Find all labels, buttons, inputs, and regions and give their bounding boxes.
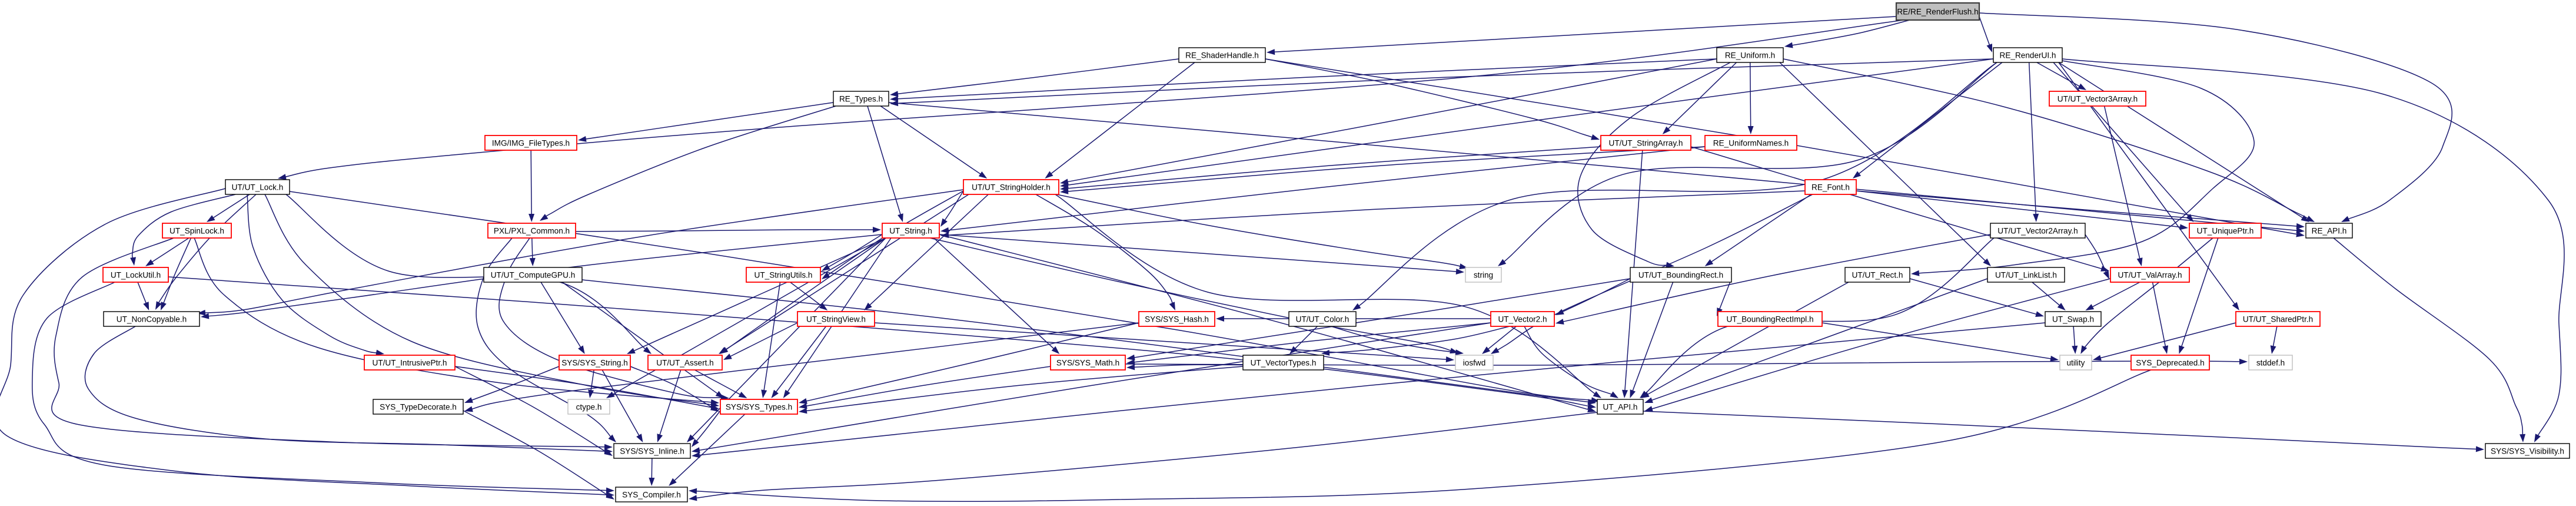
svg-text:UT_BoundingRectImpl.h: UT_BoundingRectImpl.h [1726,315,1813,324]
svg-text:SYS/SYS_Types.h: SYS/SYS_Types.h [726,403,792,412]
svg-text:UT/UT_ComputeGPU.h: UT/UT_ComputeGPU.h [491,271,576,280]
svg-text:UT/UT_Vector3Array.h: UT/UT_Vector3Array.h [2058,95,2138,104]
svg-text:UT/UT_SharedPtr.h: UT/UT_SharedPtr.h [2243,315,2313,324]
svg-text:UT_VectorTypes.h: UT_VectorTypes.h [1251,359,1317,368]
svg-text:RE_RenderUI.h: RE_RenderUI.h [2000,51,2056,60]
svg-text:UT/UT_IntrusivePtr.h: UT/UT_IntrusivePtr.h [373,359,447,368]
svg-text:RE_Uniform.h: RE_Uniform.h [1725,51,1775,60]
svg-text:UT/UT_StringHolder.h: UT/UT_StringHolder.h [972,183,1051,192]
svg-text:iosfwd: iosfwd [1463,359,1486,368]
svg-text:SYS_Deprecated.h: SYS_Deprecated.h [2136,359,2204,368]
svg-text:UT_Vector2.h: UT_Vector2.h [1498,315,1547,324]
svg-text:IMG/IMG_FileTypes.h: IMG/IMG_FileTypes.h [492,139,570,148]
svg-text:UT_String.h: UT_String.h [889,227,932,236]
svg-text:RE_ShaderHandle.h: RE_ShaderHandle.h [1185,51,1259,60]
svg-text:UT/UT_Assert.h: UT/UT_Assert.h [656,359,713,368]
svg-text:UT_SpinLock.h: UT_SpinLock.h [169,227,224,236]
svg-text:stddef.h: stddef.h [2256,359,2285,368]
svg-text:SYS/SYS_Visibility.h: SYS/SYS_Visibility.h [2491,447,2564,456]
svg-text:UT/UT_Rect.h: UT/UT_Rect.h [1852,271,1903,280]
svg-text:RE/RE_RenderFlush.h: RE/RE_RenderFlush.h [1897,8,1978,16]
svg-text:SYS/SYS_Inline.h: SYS/SYS_Inline.h [620,447,684,456]
svg-text:UT/UT_BoundingRect.h: UT/UT_BoundingRect.h [1638,271,1723,280]
svg-text:RE_API.h: RE_API.h [2312,227,2347,236]
svg-text:UT_StringView.h: UT_StringView.h [806,315,866,324]
svg-text:ctype.h: ctype.h [576,403,602,412]
svg-text:UT_UniquePtr.h: UT_UniquePtr.h [2197,227,2254,236]
svg-text:SYS/SYS_Math.h: SYS/SYS_Math.h [1056,359,1119,368]
svg-text:UT/UT_StringArray.h: UT/UT_StringArray.h [1609,139,1683,148]
svg-text:UT_StringUtils.h: UT_StringUtils.h [754,271,813,280]
svg-text:UT/UT_Lock.h: UT/UT_Lock.h [232,183,284,192]
svg-text:utility: utility [2067,359,2085,368]
svg-text:RE_Types.h: RE_Types.h [839,95,883,104]
svg-text:SYS_Compiler.h: SYS_Compiler.h [622,491,681,500]
svg-text:SYS_TypeDecorate.h: SYS_TypeDecorate.h [380,403,457,412]
svg-text:SYS/SYS_String.h: SYS/SYS_String.h [561,359,628,368]
svg-text:UT_LockUtil.h: UT_LockUtil.h [111,271,161,280]
svg-text:UT/UT_Color.h: UT/UT_Color.h [1296,315,1350,324]
svg-text:RE_UniformNames.h: RE_UniformNames.h [1713,139,1789,148]
svg-text:UT/UT_LinkList.h: UT/UT_LinkList.h [1995,271,2057,280]
svg-text:UT_API.h: UT_API.h [1603,403,1638,412]
svg-text:SYS/SYS_Hash.h: SYS/SYS_Hash.h [1145,315,1209,324]
svg-text:RE_Font.h: RE_Font.h [1811,183,1850,192]
svg-text:PXL/PXL_Common.h: PXL/PXL_Common.h [494,227,570,236]
svg-text:UT/UT_Vector2Array.h: UT/UT_Vector2Array.h [1997,227,2078,236]
svg-text:UT/UT_ValArray.h: UT/UT_ValArray.h [2118,271,2182,280]
svg-text:string: string [1474,271,1493,280]
svg-text:UT_NonCopyable.h: UT_NonCopyable.h [117,315,187,324]
svg-text:UT_Swap.h: UT_Swap.h [2052,315,2094,324]
